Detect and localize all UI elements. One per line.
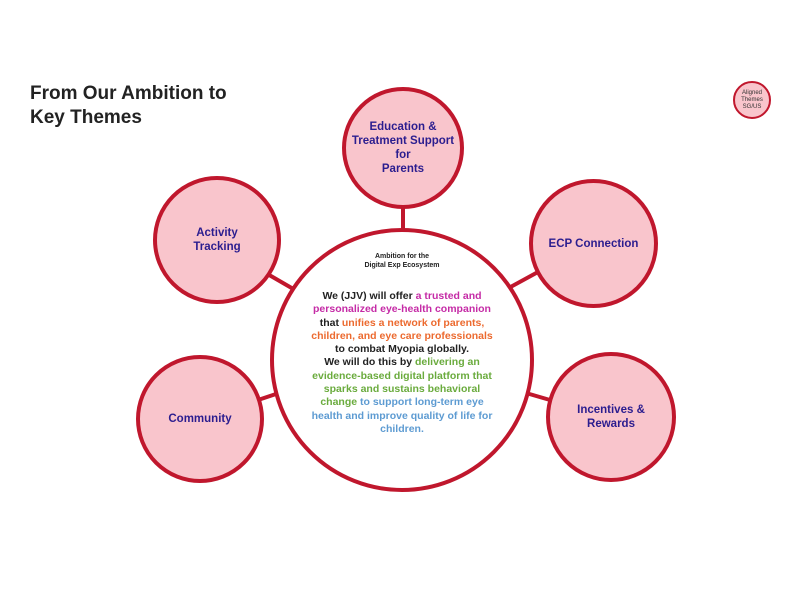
badge-line: Themes (741, 96, 763, 103)
ambition-statement: We (JJV) will offer a trusted and person… (308, 290, 496, 436)
ambition-circle: Ambition for the Digital Exp Ecosystem W… (270, 228, 534, 492)
theme-label-line: Community (168, 413, 232, 425)
badge-line: Aligned (741, 89, 762, 96)
theme-node-activity-tracking: Activity Tracking (153, 176, 281, 304)
badge-line: SG/US (742, 103, 762, 110)
theme-label-line: Rewards (587, 418, 635, 430)
ambition-segment: delivering an evidence-based digital pla… (312, 356, 492, 409)
ambition-segment: a trusted and personalized eye-health co… (313, 290, 491, 316)
page-title-line: Key Themes (30, 107, 142, 128)
ambition-segment: We (JJV) will offer (322, 290, 416, 302)
aligned-themes-badge: Aligned Themes SG/US (733, 81, 771, 119)
ambition-heading-line: Digital Exp Ecosystem (364, 262, 440, 269)
theme-node-education: Education & Treatment Support for Parent… (342, 87, 464, 209)
ambition-segment: that (319, 316, 342, 329)
theme-label-line: for (395, 149, 411, 161)
connector-incentives (525, 391, 551, 402)
theme-label-line: Education & (369, 121, 437, 133)
theme-label-line: Treatment Support (351, 135, 455, 147)
ambition-heading-line: Ambition for the (374, 253, 430, 260)
theme-node-ecp-connection: ECP Connection (529, 179, 658, 308)
ambition-segment: unifies a network of parents, children, … (311, 316, 493, 342)
ambition-segment: to combat Myopia globally. (335, 343, 469, 356)
ambition-segment: We will do this by (324, 356, 416, 369)
theme-label-line: Incentives & (577, 404, 645, 416)
theme-label-line: Tracking (193, 241, 241, 253)
theme-label-line: ECP Connection (548, 237, 639, 250)
theme-label-line: Parents (381, 163, 425, 175)
ambition-segment: to support long-term eye health and impr… (311, 396, 493, 435)
theme-node-community: Community (136, 355, 264, 483)
page-title: From Our Ambition to Key Themes (30, 82, 227, 130)
theme-node-incentives-rewards: Incentives & Rewards (546, 352, 676, 482)
page-title-line: From Our Ambition to (30, 83, 227, 104)
ambition-heading: Ambition for the Digital Exp Ecosystem (274, 252, 530, 270)
theme-label-line: Activity (196, 227, 238, 239)
